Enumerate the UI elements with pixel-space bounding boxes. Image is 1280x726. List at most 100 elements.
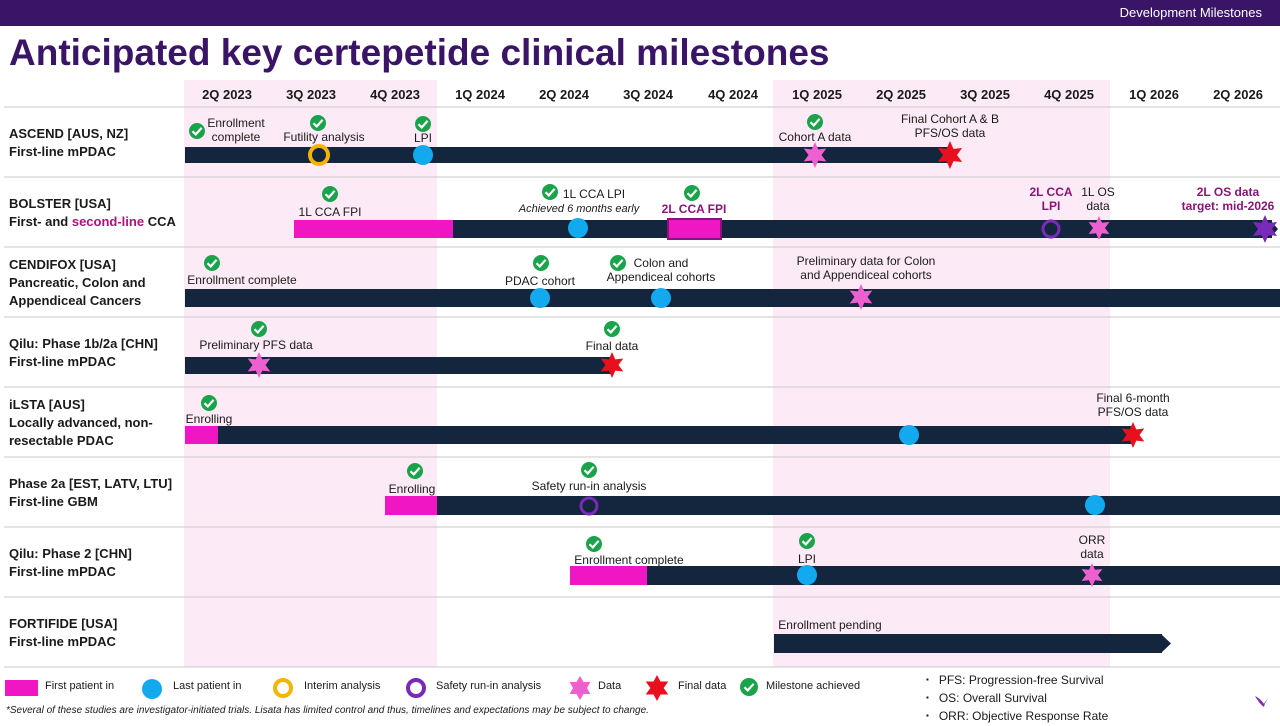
check-cendifox-pdac <box>533 255 549 271</box>
bar-qilu2-fpi <box>570 566 647 585</box>
label-bolster-fpi: 1L CCA FPI <box>298 205 362 219</box>
check-qilu1-prelim <box>251 321 267 337</box>
check-bolster-fpi-tick <box>324 190 336 199</box>
label-fortifide-pending: Enrollment pending <box>778 618 882 632</box>
legend-achieved: Milestone achieved <box>766 680 861 692</box>
trial-qilu-phase2: Qilu: Phase 2 [CHN]First-line mPDAC <box>9 546 132 579</box>
bar-ilsta-fpi <box>185 426 218 444</box>
bar-bolster <box>294 220 1272 238</box>
label-ilsta-enrolling: Enrolling <box>185 412 233 426</box>
bar-ascend <box>185 147 950 163</box>
legend-interim-swatch <box>273 678 293 698</box>
check-ilsta-enrolling <box>201 395 217 411</box>
check-phase2a-enrolling-tick <box>409 467 421 476</box>
legend-swatches <box>5 675 758 701</box>
legend-data-swatch <box>569 676 591 700</box>
check-ascend-cohort-a <box>807 114 823 130</box>
check-qilu1-final-tick <box>606 325 618 334</box>
check-bolster-lpi-tick <box>544 188 556 197</box>
label-qilu1-final: Final data <box>585 339 639 353</box>
legend-fpi-swatch <box>5 680 38 696</box>
bar-fortifide <box>774 634 1162 653</box>
marker-bolster-lpi <box>568 218 588 238</box>
legend-lpi: Last patient in <box>173 680 242 692</box>
check-cendifox-colon <box>610 255 626 271</box>
lisata-logo-icon <box>1255 696 1271 707</box>
check-ascend-lpi-tick <box>417 120 429 129</box>
marker-qilu2-orr <box>1081 563 1103 587</box>
check-ascend-lpi <box>415 116 431 132</box>
milestone-markers <box>189 114 1278 587</box>
label-cendifox-enroll: Enrollment complete <box>187 273 297 287</box>
quarter-2q-2023: 2Q 2023 <box>202 87 252 102</box>
check-phase2a-safety <box>581 462 597 478</box>
label-cendifox-pdac: PDAC cohort <box>504 274 576 288</box>
marker-bolster-2l-os <box>1252 215 1278 243</box>
legend-safety-swatch <box>406 678 426 698</box>
check-qilu2-enroll-tick <box>588 540 600 549</box>
quarter-3q-2025: 3Q 2025 <box>960 87 1010 102</box>
footnote: *Several of these studies are investigat… <box>6 705 649 716</box>
bar-qilu1 <box>185 357 613 374</box>
marker-ilsta-lpi <box>899 425 919 445</box>
label-bolster-fpi-2l: 2L CCA FPI <box>661 202 727 216</box>
quarter-1q-2025: 1Q 2025 <box>792 87 842 102</box>
marker-cendifox-pdac <box>530 288 550 308</box>
definition-os: OS: Overall Survival <box>926 690 1108 708</box>
label-qilu2-lpi: LPI <box>797 552 817 566</box>
label-qilu1-prelim: Preliminary PFS data <box>199 338 313 352</box>
check-phase2a-safety-tick <box>583 466 595 475</box>
label-bolster-early: Achieved 6 months early <box>518 203 640 215</box>
quarter-4q-2023: 4Q 2023 <box>370 87 420 102</box>
label-ascend-cohort-a: Cohort A data <box>778 130 852 144</box>
check-qilu2-lpi <box>799 533 815 549</box>
trial-phase2a: Phase 2a [EST, LATV, LTU]First-line GBM <box>9 476 173 509</box>
legend-achieved-swatch <box>740 678 758 696</box>
check-qilu2-enroll <box>586 536 602 552</box>
check-ascend-enroll <box>189 123 205 139</box>
top-bar: Development Milestones <box>0 0 1280 26</box>
label-bolster-lpi: 1L CCA LPI <box>562 187 626 201</box>
trial-bolster: BOLSTER [USA] First- and second-line CCA <box>9 196 176 229</box>
label-ascend-futility: Futility analysis <box>283 130 365 144</box>
legend-data: Data <box>598 680 622 692</box>
legend-interim: Interim analysis <box>304 680 381 692</box>
legend-fpi: First patient in <box>45 680 115 692</box>
label-phase2a-enrolling: Enrolling <box>388 482 436 496</box>
bar-qilu2 <box>570 566 1280 585</box>
check-cendifox-colon-tick <box>612 259 624 268</box>
check-qilu2-lpi-tick <box>801 537 813 546</box>
bar-phase2a <box>385 496 1280 515</box>
quarter-2q-2024: 2Q 2024 <box>539 87 589 102</box>
label-phase2a-safety: Safety run-in analysis <box>531 479 647 493</box>
check-bolster-fpi-2l <box>684 185 700 201</box>
check-ascend-enroll-tick <box>191 127 203 136</box>
marker-ascend-final-data <box>937 141 963 169</box>
check-ascend-cohort-a-tick <box>809 118 821 127</box>
check-cendifox-enroll-tick <box>206 259 218 268</box>
legend-safety: Safety run-in analysis <box>436 680 542 692</box>
marker-ascend-lpi <box>413 145 433 165</box>
quarter-3q-2023: 3Q 2023 <box>286 87 336 102</box>
trial-ilsta: iLSTA [AUS]Locally advanced, non-resecta… <box>9 397 153 448</box>
check-phase2a-enrolling <box>407 463 423 479</box>
quarter-4q-2025: 4Q 2025 <box>1044 87 1094 102</box>
label-ascend-lpi: LPI <box>413 131 433 145</box>
marker-ascend-cohort-a-data <box>803 142 827 168</box>
marker-cendifox-prelim <box>849 284 873 310</box>
bar-ilsta <box>185 426 1133 444</box>
label-qilu2-enroll: Enrollment complete <box>574 553 684 567</box>
marker-bolster-lpi-2l <box>1041 219 1061 239</box>
trial-ascend: ASCEND [AUS, NZ]First-line mPDAC <box>9 126 129 159</box>
check-bolster-fpi <box>322 186 338 202</box>
check-cendifox-enroll <box>204 255 220 271</box>
check-ascend-futility-tick <box>312 119 324 128</box>
